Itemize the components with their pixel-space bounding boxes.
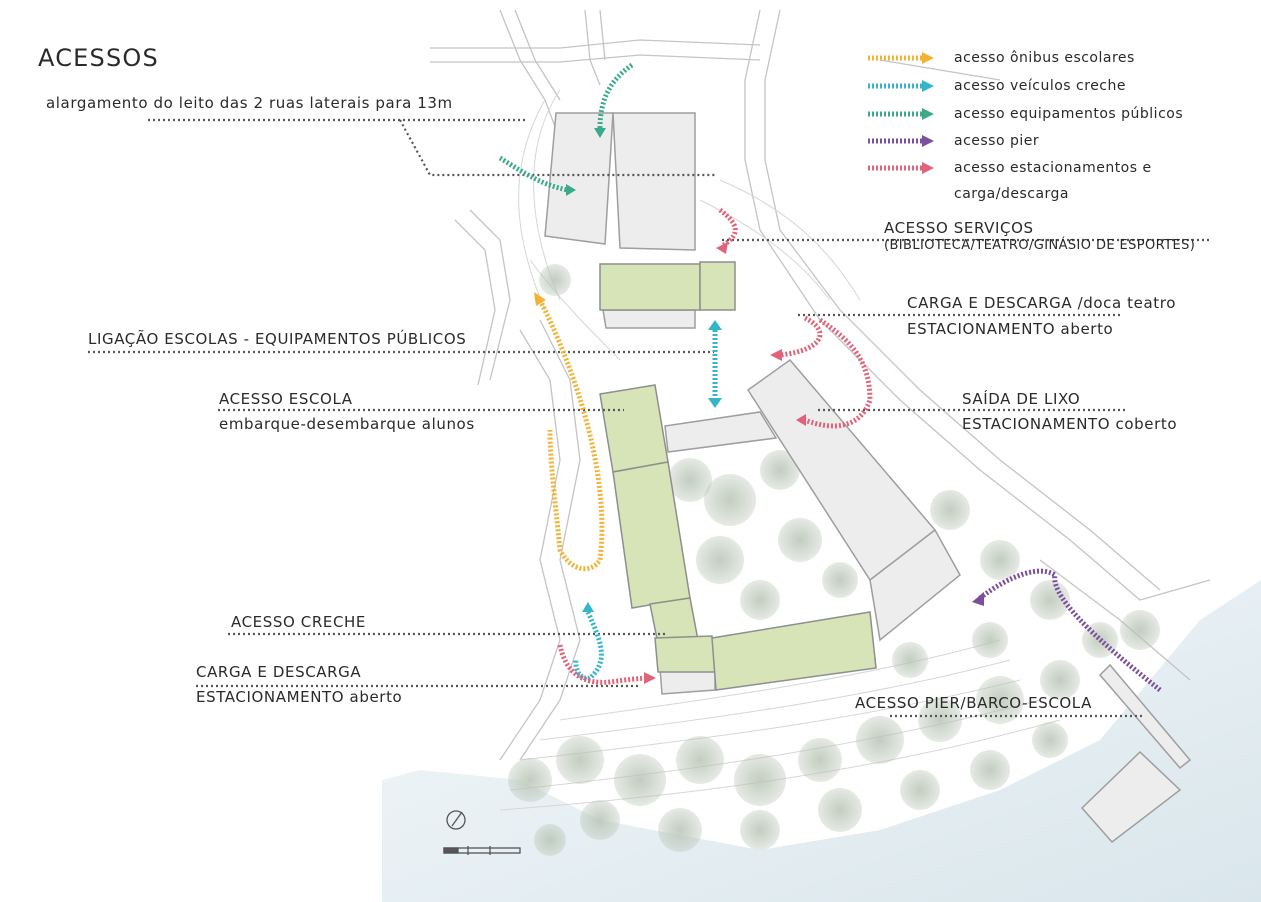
dotted-arrow-icon (868, 52, 934, 64)
page-title: ACESSOS (38, 44, 159, 72)
annotation-carga-teatro-title: CARGA E DESCARGA /doca teatro (907, 294, 1176, 312)
annotation-acesso-servicos-title: ACESSO SERVIÇOS (884, 219, 1034, 237)
annotation-estacionamento-coberto: ESTACIONAMENTO coberto (962, 415, 1178, 433)
dotted-arrow-icon (868, 135, 934, 147)
buildings-green (599, 261, 877, 691)
bus-access-arrow (537, 298, 605, 572)
annotation-acesso-creche: ACESSO CRECHE (231, 613, 366, 631)
annotation-carga-teatro: CARGA E DESCARGA /doca teatro ESTACIONAM… (907, 290, 1176, 342)
access-arrows (498, 62, 1162, 692)
trees (508, 128, 1160, 856)
buildings-grey (544, 112, 1192, 844)
parking-arrow-4 (557, 644, 651, 685)
annotation-estacionamento-aberto-1: ESTACIONAMENTO aberto (907, 320, 1114, 338)
legend-item-public: acesso equipamentos públicos (866, 104, 1183, 124)
parking-arrow-2 (779, 315, 823, 358)
north-arrow-icon (446, 810, 466, 830)
scale-bar (443, 846, 521, 855)
creche-vehicle-arrow-2 (573, 611, 604, 681)
annotation-ligacao: LIGAÇÃO ESCOLAS - EQUIPAMENTOS PÚBLICOS (88, 330, 467, 348)
legend-label: acesso ônibus escolares (954, 50, 1135, 66)
legend-label: acesso veículos creche (954, 78, 1126, 94)
legend-item-pier: acesso pier (866, 131, 1039, 151)
annotation-acesso-servicos-sub: (BIBLIOTECA/TEATRO/GINÁSIO DE ESPORTES) (884, 238, 1196, 253)
legend-item-bus: acesso ônibus escolares (866, 48, 1135, 68)
annotation-carga-creche-title: CARGA E DESCARGA (196, 663, 362, 681)
annotation-estacionamento-aberto-2: ESTACIONAMENTO aberto (196, 688, 403, 706)
legend-item-parking: acesso estacionamentos e (866, 158, 1152, 178)
annotation-acesso-pier: ACESSO PIER/BARCO-ESCOLA (855, 694, 1092, 712)
legend-label: acesso equipamentos públicos (954, 106, 1184, 122)
annotation-saida-lixo: SAÍDA DE LIXO ESTACIONAMENTO coberto (962, 387, 1177, 437)
annotation-acesso-escola: ACESSO ESCOLA embarque-desembarque aluno… (219, 387, 475, 437)
leader-lines (88, 118, 1210, 718)
annotation-saida-lixo-title: SAÍDA DE LIXO (962, 390, 1081, 408)
dotted-arrow-icon (868, 162, 934, 174)
annotation-acesso-escola-title: ACESSO ESCOLA (219, 390, 353, 408)
public-equipment-arrow-2 (498, 155, 569, 193)
legend-item-creche: acesso veículos creche (866, 76, 1126, 96)
arrow-heads (534, 128, 984, 684)
public-equipment-arrow-1 (597, 62, 634, 129)
annotation-acesso-servicos: ACESSO SERVIÇOS (BIBLIOTECA/TEATRO/GINÁS… (884, 218, 1195, 254)
annotation-alargamento: alargamento do leito das 2 ruas laterais… (46, 94, 453, 112)
legend-label: acesso pier (954, 133, 1040, 149)
pier-access-arrow (978, 568, 1162, 692)
dotted-arrow-icon (868, 108, 934, 120)
dotted-arrow-icon (868, 80, 934, 92)
parking-arrow-3 (804, 317, 873, 429)
annotation-carga-creche: CARGA E DESCARGA ESTACIONAMENTO aberto (196, 660, 402, 710)
legend-label: acesso estacionamentos e (954, 160, 1152, 176)
parking-arrow-1 (718, 208, 738, 249)
annotation-embarque: embarque-desembarque alunos (219, 415, 475, 433)
legend-label-continued: carga/descarga (954, 186, 1070, 202)
